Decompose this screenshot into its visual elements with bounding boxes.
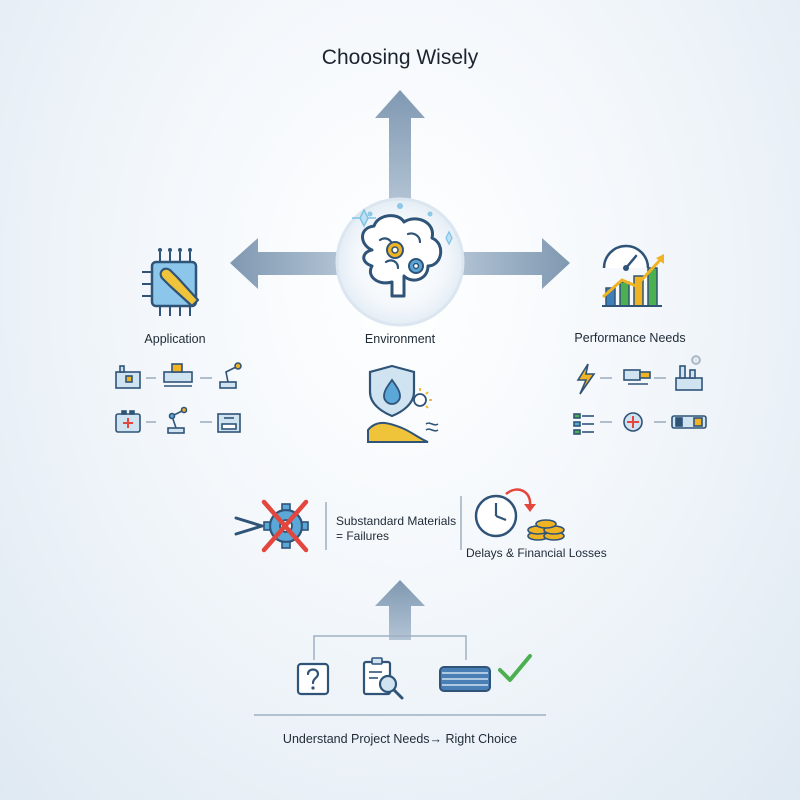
sand-dune-icon	[367, 422, 439, 443]
question-icon	[296, 662, 330, 696]
control-panel-icon	[217, 413, 241, 433]
robot-arm-icon	[219, 362, 242, 389]
battery-medical-icon	[115, 410, 141, 433]
coins-icon	[527, 519, 565, 541]
power-plant-icon	[675, 355, 703, 391]
node-label-performance: Performance Needs	[574, 331, 686, 345]
robot-arm-small-icon	[167, 406, 188, 434]
conveyor-icon	[163, 363, 193, 387]
arrow-right	[455, 238, 570, 289]
chip-wrench-icon	[142, 248, 200, 316]
arrow-bottom-up	[375, 580, 425, 640]
page-title: Choosing Wisely	[321, 46, 479, 69]
performance-icon-grid	[573, 355, 707, 435]
risk-delays-text: Delays & Financial Losses	[466, 546, 607, 560]
bottom-bracket	[313, 635, 467, 660]
arrow-left	[230, 238, 345, 289]
check-icon	[496, 654, 532, 686]
arrow-up	[375, 90, 425, 205]
risk-materials-line2: = Failures	[336, 529, 390, 543]
broken-gear-icon	[234, 499, 309, 553]
risk-materials-line1: Substandard Materials	[336, 514, 457, 528]
wire-bundle-icon	[439, 666, 491, 692]
lightning-icon	[576, 363, 596, 395]
risk-materials-text: Substandard Materials = Failures	[336, 514, 460, 544]
connector-icon	[623, 369, 651, 385]
application-icon-grid	[115, 362, 242, 434]
node-label-application: Application	[144, 332, 206, 346]
footer-statement: Understand Project Needs→ Right Choice	[282, 732, 518, 746]
node-label-environment: Environment	[364, 332, 436, 346]
medical-circle-icon	[623, 412, 643, 432]
sun-icon	[413, 388, 432, 409]
inspection-clipboard-icon	[362, 657, 404, 700]
cartridge-icon	[671, 415, 707, 429]
shield-drop-icon	[368, 364, 416, 418]
gauge-chart-icon	[602, 244, 664, 307]
clock-icon	[474, 488, 536, 538]
factory-icon	[115, 365, 141, 389]
flow-sequence-icon	[573, 413, 594, 435]
brain-gears-icon	[335, 197, 465, 327]
